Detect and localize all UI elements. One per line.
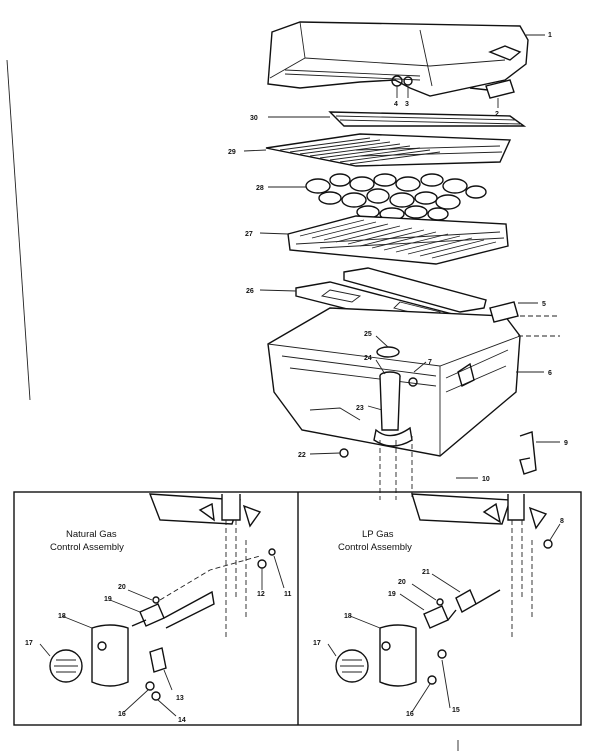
callout-16-lp: 16 [406, 711, 414, 718]
callout-24: 24 [364, 355, 372, 362]
callout-1: 1 [548, 32, 552, 39]
callout-5: 5 [542, 301, 546, 308]
part-screw-22 [339, 448, 349, 458]
callout-10: 10 [482, 476, 490, 483]
lp-gas-title: LP Gas [362, 529, 394, 540]
lp-gas-subtitle: Control Assembly [338, 542, 412, 553]
part-screw-7 [408, 377, 418, 387]
callout-19-lp: 19 [388, 591, 396, 598]
callout-25: 25 [364, 331, 372, 338]
callout-21: 21 [422, 569, 430, 576]
part-briquette-grate [287, 215, 509, 265]
callout-4: 4 [394, 101, 398, 108]
callout-29: 29 [228, 149, 236, 156]
callout-17-natural: 17 [25, 640, 33, 647]
part-lid [267, 21, 529, 97]
lp-gas-panel: LP Gas Control Assembly 18 17 19 2 [313, 493, 564, 718]
part-cooking-grids [265, 133, 512, 167]
callout-3: 3 [405, 101, 409, 108]
callout-7: 7 [428, 359, 432, 366]
callout-17-lp: 17 [313, 640, 321, 647]
callout-18-natural: 18 [58, 613, 66, 620]
callout-22: 22 [298, 452, 306, 459]
callout-11: 11 [284, 591, 292, 598]
callout-14: 14 [178, 717, 186, 724]
callout-23: 23 [356, 405, 364, 412]
natural-gas-subtitle: Control Assembly [50, 542, 124, 553]
callout-20-lp: 20 [398, 579, 406, 586]
margin-rule [6, 59, 31, 401]
callout-12: 12 [257, 591, 265, 598]
part-burner-cap-25 [376, 346, 400, 358]
part-washer-3 [403, 76, 413, 86]
callout-26: 26 [246, 288, 254, 295]
callout-8: 8 [560, 518, 564, 525]
callout-20-natural: 20 [118, 584, 126, 591]
callout-16-natural: 16 [118, 711, 126, 718]
callout-30: 30 [250, 115, 258, 122]
part-clip-9 [519, 431, 537, 475]
part-lava-rocks [305, 173, 487, 221]
natural-gas-panel: Natural Gas Control Assembly [25, 493, 292, 724]
callout-18-lp: 18 [344, 613, 352, 620]
part-burner [373, 371, 413, 447]
callout-28: 28 [256, 185, 264, 192]
callout-2: 2 [495, 111, 499, 118]
part-warming-rack [328, 111, 527, 127]
natural-gas-title: Natural Gas [66, 529, 117, 540]
callout-6: 6 [548, 370, 552, 377]
callout-13: 13 [176, 695, 184, 702]
callout-15: 15 [452, 707, 460, 714]
callout-leaders [243, 34, 560, 479]
callout-27: 27 [245, 231, 253, 238]
callout-9: 9 [564, 440, 568, 447]
part-handle [469, 79, 515, 99]
callout-19-natural: 19 [104, 596, 112, 603]
